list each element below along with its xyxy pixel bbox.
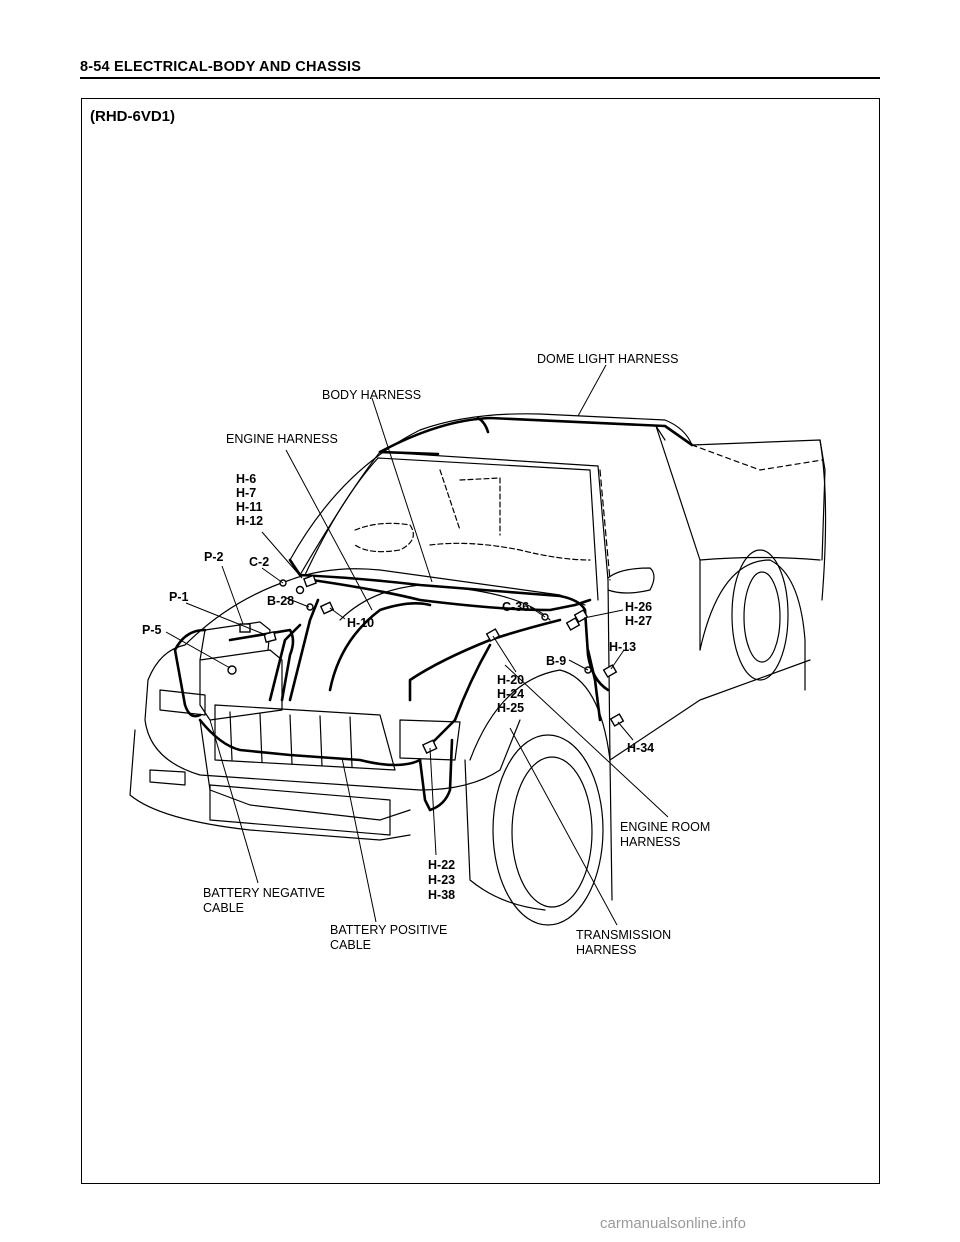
dome-light-harness-branch	[378, 450, 440, 456]
engine-room-harness-wire	[453, 643, 492, 722]
diagram-caption: (RHD-6VD1)	[90, 108, 176, 125]
label-h24: H-24	[497, 687, 524, 701]
body-harness-rear-wire	[586, 648, 602, 722]
engine-harness-left-wire	[288, 598, 320, 702]
label-engine-room-harness-1: ENGINE ROOM	[620, 820, 710, 834]
label-h20: H-20	[497, 673, 524, 687]
connector-h13	[602, 664, 618, 678]
label-transmission-harness-1: TRANSMISSION	[576, 928, 671, 942]
connectors	[227, 574, 625, 754]
dome-light-harness-wire	[378, 416, 694, 454]
label-p5: P-5	[142, 623, 162, 637]
label-h6: H-6	[236, 472, 256, 486]
label-c2: C-2	[249, 555, 269, 569]
connector-h7	[303, 574, 317, 588]
label-battery-negative-1: BATTERY NEGATIVE	[203, 886, 325, 900]
engine-harness-mid-wire	[268, 623, 302, 702]
connector-b28	[306, 603, 314, 611]
connector-p1	[263, 630, 277, 644]
engine-harness-hood-wire	[408, 618, 562, 702]
header-rule	[80, 77, 880, 79]
label-h27: H-27	[625, 614, 652, 628]
page-title: 8-54 ELECTRICAL-BODY AND CHASSIS	[80, 59, 362, 75]
label-h22: H-22	[428, 858, 455, 872]
label-b28: B-28	[267, 594, 294, 608]
label-engine-room-harness-2: HARNESS	[620, 835, 680, 849]
diagram-frame	[81, 98, 880, 1184]
connector-h22	[421, 739, 438, 754]
page-header: 8-54 ELECTRICAL-BODY AND CHASSIS	[80, 57, 880, 79]
connector-h6	[295, 585, 305, 595]
label-engine-harness: ENGINE HARNESS	[226, 432, 338, 446]
connector-h27	[573, 609, 589, 623]
label-p1: P-1	[169, 590, 189, 604]
label-h23: H-23	[428, 873, 455, 887]
label-h12: H-12	[236, 514, 263, 528]
battery-positive-wire	[228, 628, 295, 702]
label-h10: H-10	[347, 616, 374, 630]
headlight-harness-wire	[418, 738, 454, 812]
watermark: carmanualsonline.info	[600, 1215, 746, 1232]
label-h34: H-34	[627, 741, 654, 755]
truck-outline	[129, 413, 827, 926]
label-h25: H-25	[497, 701, 524, 715]
label-transmission-harness-2: HARNESS	[576, 943, 636, 957]
headlight-harness-branch	[428, 718, 457, 747]
label-h11: H-11	[236, 500, 262, 514]
label-dome-light-harness: DOME LIGHT HARNESS	[537, 352, 678, 366]
connector-h34	[609, 713, 625, 727]
battery-negative-wire	[173, 628, 207, 718]
connector-p2	[239, 623, 251, 633]
label-battery-negative-2: CABLE	[203, 901, 244, 915]
dome-light-harness-stub	[476, 416, 490, 434]
leader-lines	[165, 364, 669, 926]
label-body-harness: BODY HARNESS	[322, 388, 421, 402]
label-p2: P-2	[204, 550, 224, 564]
label-battery-positive-1: BATTERY POSITIVE	[330, 923, 447, 937]
label-battery-positive-2: CABLE	[330, 938, 371, 952]
engine-harness-inner-wire	[328, 602, 432, 692]
front-harness-wire	[198, 718, 422, 767]
label-h7: H-7	[236, 486, 256, 500]
label-c36: C-36	[502, 600, 529, 614]
connector-h26	[565, 617, 581, 631]
label-h13: H-13	[609, 640, 636, 654]
label-b9: B-9	[546, 654, 566, 668]
label-h38: H-38	[428, 888, 455, 902]
label-h26: H-26	[625, 600, 652, 614]
connector-h10	[319, 601, 335, 615]
